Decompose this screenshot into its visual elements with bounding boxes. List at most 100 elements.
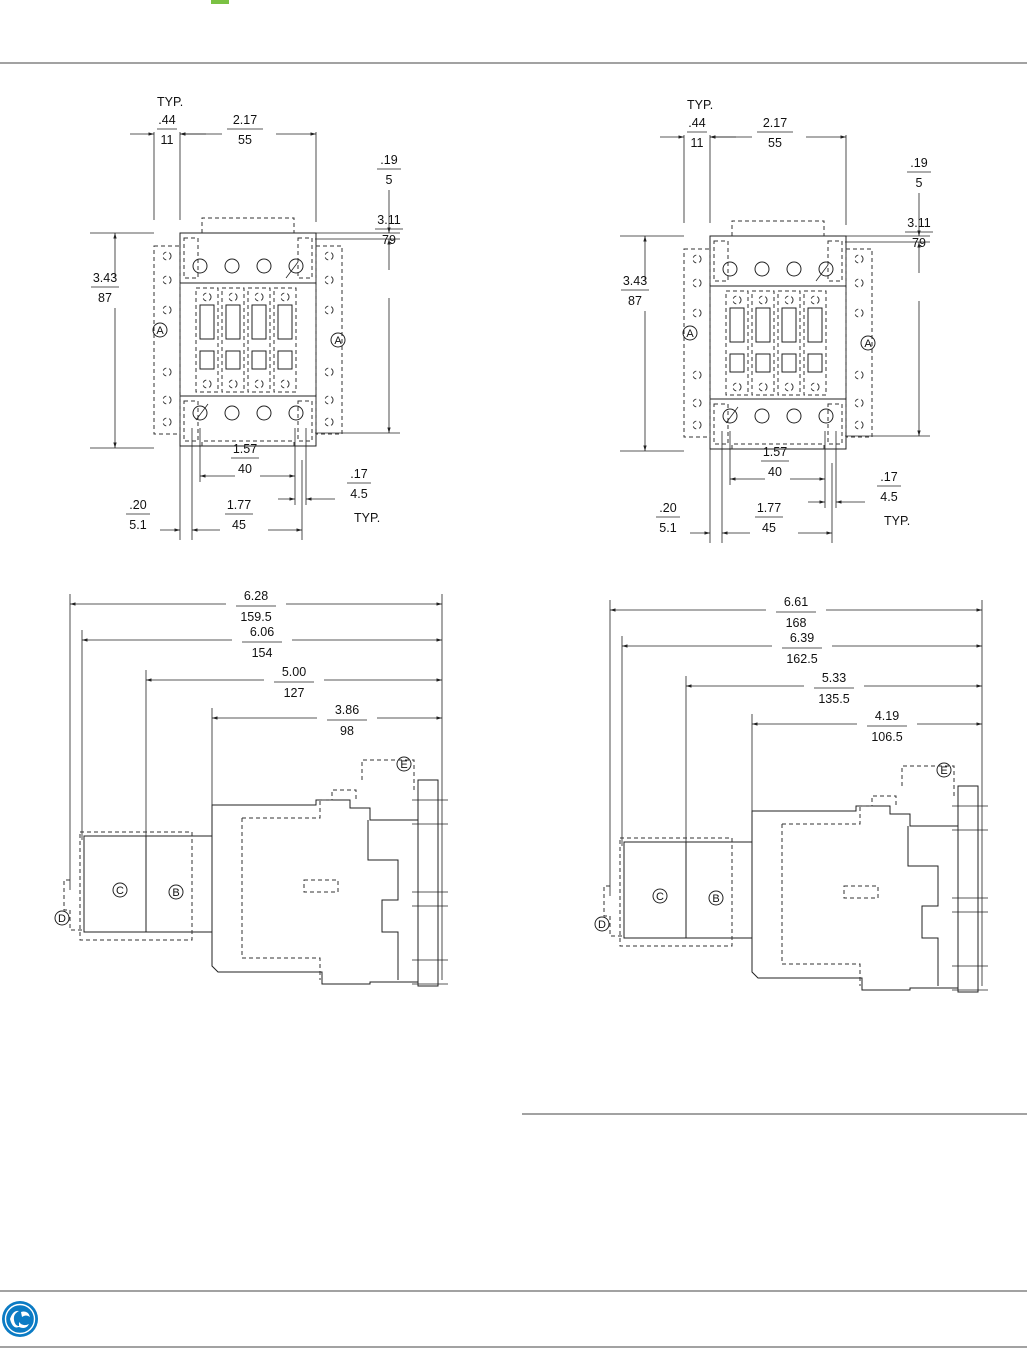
dim-177-mm: 45: [762, 521, 776, 535]
dim-side-2-in: 5.33: [822, 671, 846, 685]
module-outline: [83, 835, 213, 933]
dim-019-mm: 5: [916, 176, 923, 190]
drawing-view-left: TYP..44112.1755.1953.11793.43871.5740.17…: [54, 95, 448, 987]
dim-019-in: .19: [910, 156, 927, 170]
terminal-bottom-2: [256, 405, 272, 421]
terminal-bottom-0: [722, 408, 738, 424]
callout-a-right-letter: A: [864, 338, 872, 350]
aux-left-screw-1: [162, 275, 172, 285]
side-aux-left: [153, 245, 181, 435]
aux-right-screw-3: [324, 367, 334, 377]
aux-e-dashed: [901, 765, 955, 798]
pole-screw-bot-0: [732, 382, 742, 392]
dim-217-in: 2.17: [763, 116, 787, 130]
dim-019-in: .19: [380, 153, 397, 167]
aux-right-screw-2: [324, 305, 334, 315]
dim-side-3-mm: 106.5: [871, 730, 902, 744]
callout-a-left-circle: [682, 325, 698, 341]
dim-side-2-mm: 135.5: [818, 692, 849, 706]
callout-e-circle: [936, 762, 952, 778]
dim-343-in: 3.43: [93, 271, 117, 285]
aux-left-screw-5: [692, 420, 702, 430]
pole-screw-top-2: [254, 292, 264, 302]
pole-screw-bot-1: [228, 379, 238, 389]
aux-right-screw-2: [854, 308, 864, 318]
aux-right-screw-1: [854, 278, 864, 288]
callout-a-right-letter: A: [334, 335, 342, 347]
aux-left-screw-4: [692, 398, 702, 408]
pole-screw-bot-3: [810, 382, 820, 392]
corner-mount-tl: [183, 237, 199, 279]
pole-slot-1: [221, 287, 245, 393]
pole-window-upper-2: [251, 304, 267, 340]
pole-window-upper-3: [277, 304, 293, 340]
hatch-bl: [195, 403, 209, 421]
coil-window: [303, 879, 339, 893]
dim-020-in: .20: [129, 498, 146, 512]
module-d-profile: [603, 885, 622, 937]
pole-window-lower-0: [199, 350, 215, 370]
dim-044-mm: 11: [161, 133, 174, 147]
aux-left-screw-2: [692, 308, 702, 318]
dim-017-mm: 4.5: [350, 487, 367, 501]
pole-slot-3: [273, 287, 297, 393]
pole-slot-0: [195, 287, 219, 393]
dim-side-1-in: 6.06: [250, 625, 274, 639]
coil-dashed-lower: [781, 824, 861, 986]
terminal-bottom-1: [224, 405, 240, 421]
terminal-top-3: [818, 261, 834, 277]
aux-e-dashed: [361, 759, 415, 792]
pole-screw-bot-1: [758, 382, 768, 392]
callout-c-circle: [112, 882, 128, 898]
callout-e-letter: E: [400, 759, 407, 771]
side-aux-right: [315, 245, 343, 435]
top-cover-dashed: [731, 220, 825, 236]
aux-right-screw-0: [324, 251, 334, 261]
typ-label-top: TYP.: [687, 98, 713, 112]
dim-343-in: 3.43: [623, 274, 647, 288]
dim-217-mm: 55: [238, 133, 252, 147]
pole-window-lower-3: [807, 353, 823, 373]
aux-left-screw-3: [162, 367, 172, 377]
dim-157-mm: 40: [768, 465, 782, 479]
hatch-tr: [815, 264, 829, 282]
coil-dashed-upper: [242, 789, 357, 819]
corner-mount-br: [827, 403, 843, 445]
ge-logo-icon: [2, 1301, 38, 1337]
aux-left-screw-3: [692, 370, 702, 380]
module-outline: [623, 841, 753, 939]
dim-157-in: 1.57: [763, 445, 787, 459]
callout-a-right-circle: [860, 335, 876, 351]
callout-e-letter: E: [940, 765, 947, 777]
terminal-top-2: [786, 261, 802, 277]
dim-019-mm: 5: [386, 173, 393, 187]
callout-b-letter: B: [712, 893, 719, 905]
dim-side-2-mm: 127: [284, 686, 305, 700]
aux-left-screw-0: [162, 251, 172, 261]
terminal-top-2: [256, 258, 272, 274]
aux-right-screw-3: [854, 370, 864, 380]
pole-slot-2: [777, 290, 801, 396]
typ-label-top: TYP.: [157, 95, 183, 109]
dim-side-0-in: 6.61: [784, 595, 808, 609]
hatch-bl: [725, 406, 739, 424]
aux-left-screw-1: [692, 278, 702, 288]
callout-d-circle: [594, 916, 610, 932]
dim-side-1-mm: 154: [252, 646, 273, 660]
side-aux-right: [845, 248, 873, 438]
pole-screw-top-0: [732, 295, 742, 305]
terminal-profile: [907, 826, 939, 986]
corner-mount-bl: [183, 400, 199, 442]
aux-left-screw-4: [162, 395, 172, 405]
terminal-bottom-2: [786, 408, 802, 424]
pole-window-lower-2: [781, 353, 797, 373]
drawing-view-right: TYP..44112.1755.1953.11793.43871.5740.17…: [594, 98, 988, 993]
terminal-top-0: [192, 258, 208, 274]
pole-slot-0: [725, 290, 749, 396]
corner-mount-br: [297, 400, 313, 442]
terminal-bottom-3: [818, 408, 834, 424]
dim-side-0-mm: 159.5: [240, 610, 271, 624]
callout-b-letter: B: [172, 887, 179, 899]
